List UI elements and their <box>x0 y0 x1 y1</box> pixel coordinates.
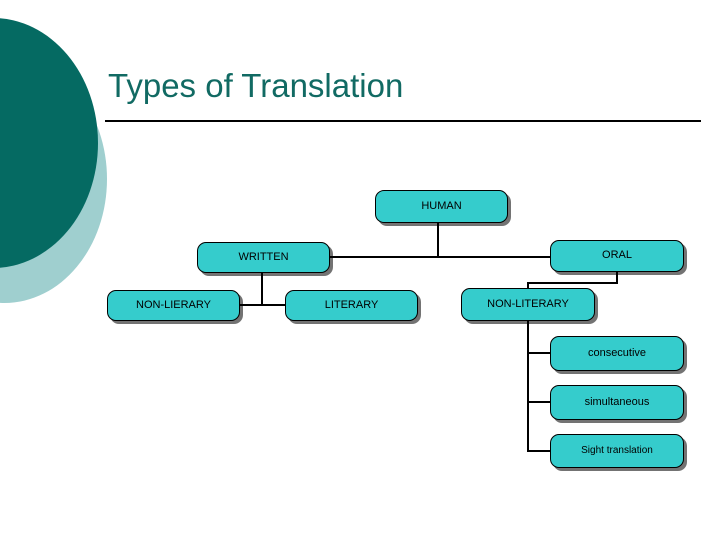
node-oral[interactable]: ORAL <box>550 240 684 272</box>
node-sight-translation-label: Sight translation <box>581 444 653 456</box>
node-written[interactable]: WRITTEN <box>197 242 330 273</box>
connector-human-to-rail <box>437 223 439 257</box>
connector-leaf-sight-translation <box>527 450 551 452</box>
node-non-literary-label: NON-LITERARY <box>487 297 569 310</box>
node-consecutive[interactable]: consecutive <box>550 336 684 371</box>
node-non-lierary-label: NON-LIERARY <box>136 298 211 311</box>
connector-oral-down <box>616 272 618 284</box>
node-consecutive-label: consecutive <box>587 346 647 359</box>
connector-written-to-rail <box>261 273 263 305</box>
node-literary-label: LITERARY <box>324 298 379 311</box>
connector-leaf-rail <box>527 321 529 451</box>
node-non-lierary[interactable]: NON-LIERARY <box>107 290 240 321</box>
connector-nonlierary-literary-rail <box>240 304 285 306</box>
connector-leaf-simultaneous <box>527 401 551 403</box>
node-sight-translation[interactable]: Sight translation <box>550 434 684 468</box>
connector-leaf-consecutive <box>527 352 551 354</box>
connector-written-oral-rail <box>330 256 550 258</box>
connector-oral-elbow <box>527 282 618 284</box>
node-simultaneous-label: simultaneous <box>584 395 650 408</box>
page-title: Types of Translation <box>108 67 404 104</box>
node-human[interactable]: HUMAN <box>375 190 508 223</box>
node-oral-label: ORAL <box>602 249 632 262</box>
node-non-literary[interactable]: NON-LITERARY <box>461 288 595 321</box>
title-underline <box>105 120 701 122</box>
node-written-label: WRITTEN <box>238 250 289 263</box>
node-literary[interactable]: LITERARY <box>285 290 418 321</box>
connector-to-non-literary <box>527 282 529 290</box>
node-simultaneous[interactable]: simultaneous <box>550 385 684 420</box>
node-human-label: HUMAN <box>421 199 462 212</box>
